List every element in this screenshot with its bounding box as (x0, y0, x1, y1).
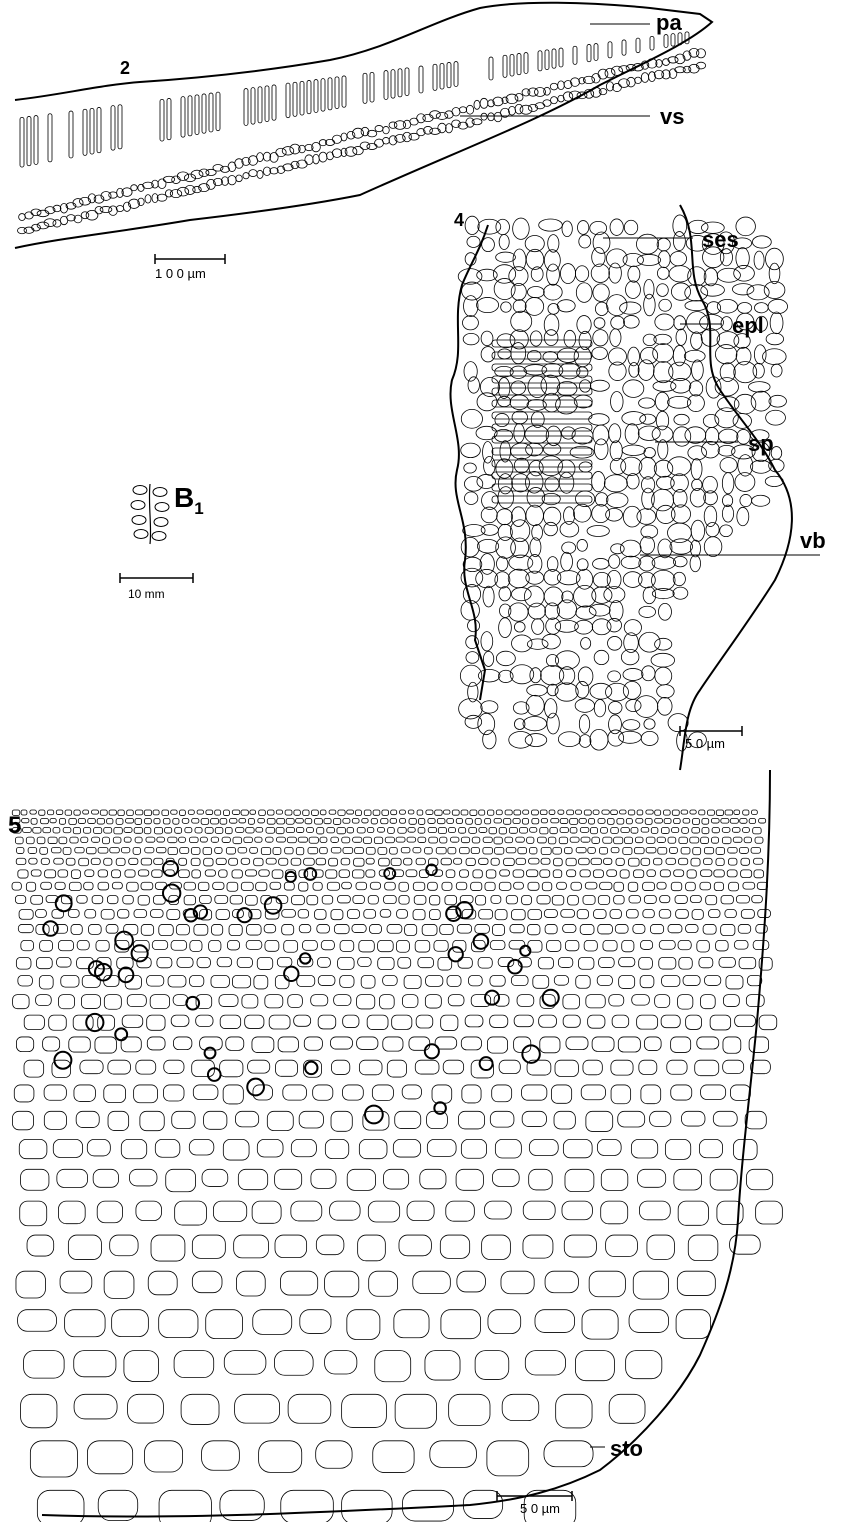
label-vs: vs (660, 104, 684, 129)
label-sp: sp (748, 431, 774, 456)
fig2-number: 2 (120, 58, 130, 78)
b1-leaf-icon (131, 484, 169, 544)
label-vb: vb (800, 528, 826, 553)
fig5-midrib-section (12, 810, 782, 1522)
label-epl: epl (732, 313, 764, 338)
b1-title: B1 (174, 482, 204, 518)
fig4-number: 4 (454, 210, 464, 230)
label-pa: pa (656, 10, 682, 35)
b1-scale-label: 10 mm (128, 587, 165, 601)
label-ses: ses (702, 227, 739, 252)
fig4-outline (450, 205, 791, 770)
fig5-scale-label: 5 0 µm (520, 1501, 560, 1516)
fig2-scale-label: 1 0 0 µm (155, 266, 206, 281)
fig4-leaf-section (458, 215, 787, 751)
fig4-scale-label: 5 0 µm (685, 736, 725, 751)
label-sto: sto (610, 1436, 643, 1461)
fig5-number: 5 (8, 812, 21, 839)
